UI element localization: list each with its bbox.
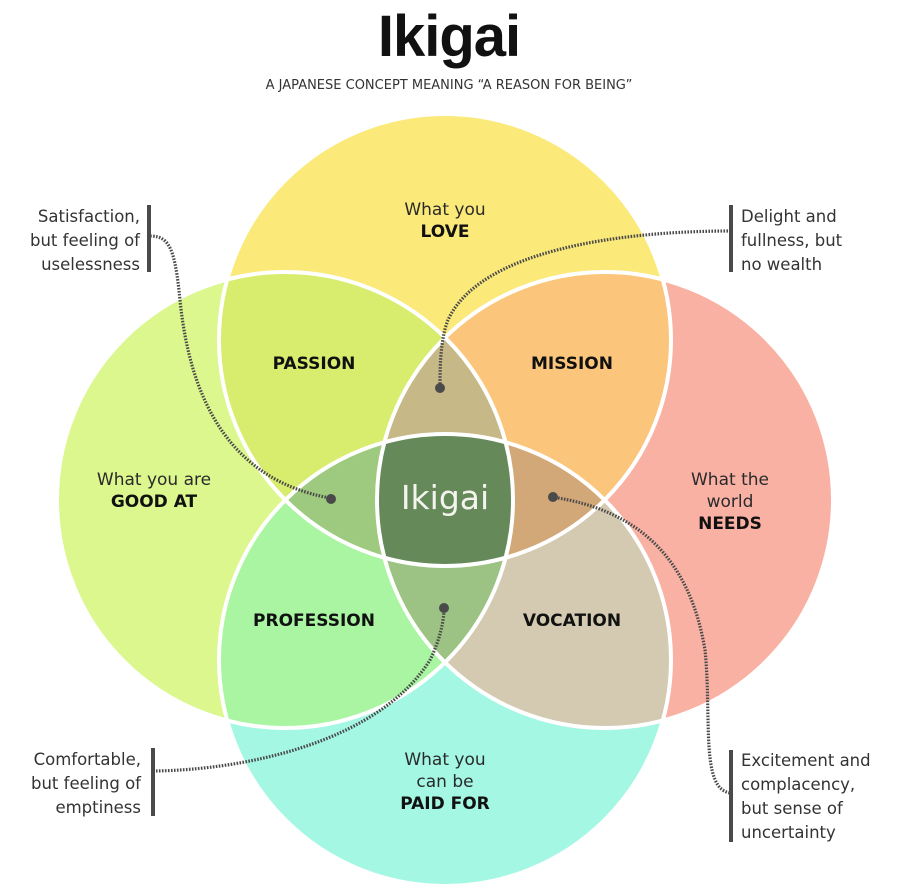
note-bottom-left: Comfortable, but feeling of emptiness <box>0 748 141 820</box>
diagram-subtitle: A JAPANESE CONCEPT MEANING “A REASON FOR… <box>265 78 633 93</box>
note-bottom-right: Excitement and complacency, but sense of… <box>741 749 898 845</box>
diagram-title: Ikigai <box>377 4 521 69</box>
label-good-at-line1: What you are <box>96 470 212 490</box>
note-line: Comfortable, <box>33 750 141 769</box>
label-needs-line1b: world <box>706 492 754 512</box>
label-paid-for-line1: What you <box>404 750 486 770</box>
note-line: Satisfaction, <box>37 207 140 226</box>
note-top-left: Satisfaction, but feeling of uselessness <box>0 205 140 277</box>
connector-dot-good-needs-paid <box>439 603 449 613</box>
note-line: emptiness <box>55 798 141 817</box>
connector-bottom-left <box>152 608 446 773</box>
label-love-key: LOVE <box>420 222 470 242</box>
label-needs: What the world NEEDS <box>650 469 810 535</box>
connector-top-left <box>149 234 331 500</box>
label-profession: PROFESSION <box>253 611 375 631</box>
note-line: fullness, but <box>741 231 843 250</box>
connector-bottom-right <box>551 495 732 795</box>
note-top-right: Delight and fullness, but no wealth <box>741 205 898 277</box>
note-line: Excitement and <box>741 751 871 770</box>
label-paid-for: What you can be PAID FOR <box>365 749 525 815</box>
label-love-line1: What you <box>404 200 486 220</box>
note-line: but sense of <box>741 799 843 818</box>
note-line: complacency, <box>741 775 856 794</box>
label-needs-key: NEEDS <box>698 514 762 534</box>
label-ikigai-center: Ikigai <box>400 478 490 517</box>
note-line: but feeling of <box>30 774 141 793</box>
note-line: but feeling of <box>29 231 140 250</box>
note-line: uselessness <box>41 255 140 274</box>
label-needs-line1: What the <box>691 470 769 490</box>
connector-top-right <box>438 229 732 387</box>
label-paid-for-key: PAID FOR <box>400 794 490 814</box>
label-good-at: What you are GOOD AT <box>74 469 234 513</box>
label-love: What you LOVE <box>365 199 525 243</box>
label-passion: PASSION <box>272 354 356 374</box>
note-line: Delight and <box>741 207 837 226</box>
label-vocation: VOCATION <box>522 611 622 631</box>
connector-dot-love-good-needs <box>435 383 445 393</box>
connector-dot-love-needs-paid <box>548 492 558 502</box>
connector-dot-love-good-paid <box>326 494 336 504</box>
label-mission: MISSION <box>531 354 613 374</box>
label-paid-for-line1b: can be <box>416 772 474 792</box>
note-line: no wealth <box>741 255 823 274</box>
label-good-at-key: GOOD AT <box>110 492 198 512</box>
note-line: uncertainty <box>741 823 836 842</box>
circle-outlines <box>55 112 835 888</box>
